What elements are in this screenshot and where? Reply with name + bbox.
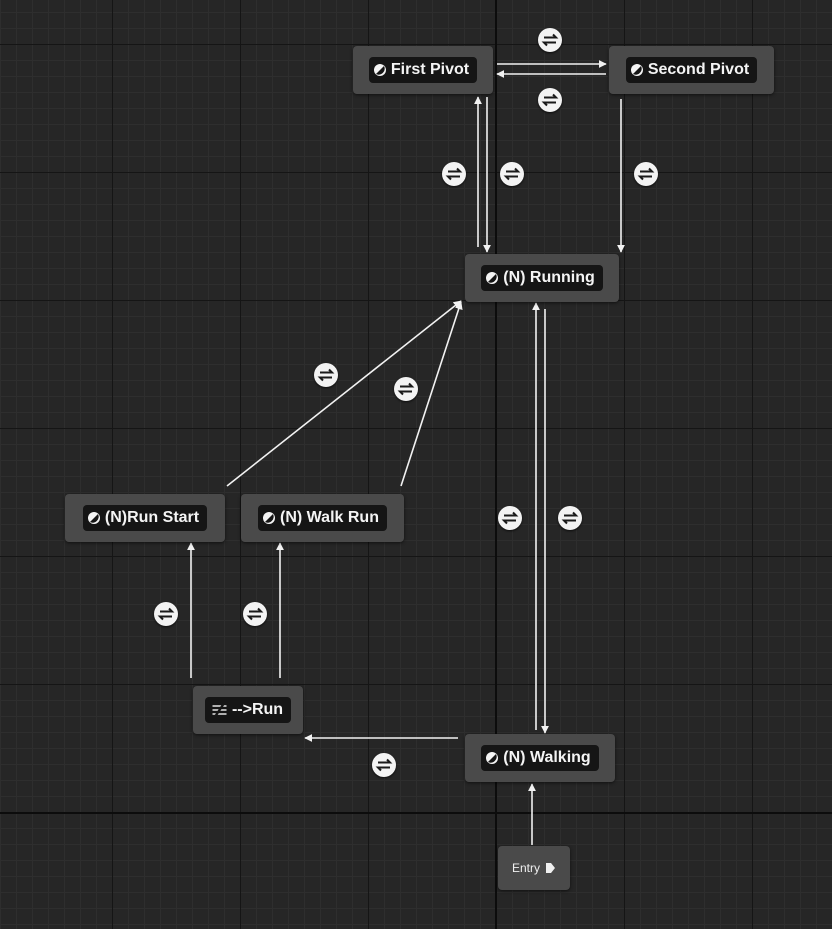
state-icon	[630, 64, 643, 76]
state-walking-label: (N) Walking	[503, 749, 591, 766]
state-walking[interactable]: (N) Walking	[465, 734, 615, 782]
state-label-box: Second Pivot	[625, 57, 758, 83]
conduit-to-run[interactable]: -->Run	[193, 686, 303, 734]
state-second-pivot-label: Second Pivot	[647, 61, 750, 78]
state-icon	[373, 64, 386, 76]
state-icon	[87, 512, 100, 524]
state-label-box: (N) Walking	[481, 745, 599, 771]
wire-run-start-to-running[interactable]	[226, 300, 462, 487]
transition-rule-icon[interactable]	[372, 753, 396, 777]
entry-label: Entry	[511, 861, 540, 875]
entry-arrow-icon	[546, 863, 555, 873]
state-label-box: First Pivot	[368, 57, 478, 83]
transition-rule-icon[interactable]	[154, 602, 178, 626]
state-second-pivot[interactable]: Second Pivot	[609, 46, 774, 94]
transition-rule-icon[interactable]	[634, 162, 658, 186]
entry-node[interactable]: Entry	[498, 846, 570, 890]
conduit-to-run-label: -->Run	[231, 701, 284, 718]
state-first-pivot[interactable]: First Pivot	[353, 46, 493, 94]
state-icon	[486, 272, 499, 284]
transition-rule-icon[interactable]	[500, 162, 524, 186]
state-label-box: -->Run	[204, 697, 292, 723]
transition-rule-icon[interactable]	[538, 88, 562, 112]
state-label-box: (N) Walk Run	[258, 505, 387, 531]
state-label-box: (N)Run Start	[82, 505, 208, 531]
state-walk-run-label: (N) Walk Run	[280, 509, 379, 526]
state-run-start-label: (N)Run Start	[104, 509, 200, 526]
state-first-pivot-label: First Pivot	[390, 61, 470, 78]
state-icon	[263, 512, 276, 524]
state-run-start[interactable]: (N)Run Start	[65, 494, 225, 542]
state-running[interactable]: (N) Running	[465, 254, 619, 302]
state-walk-run[interactable]: (N) Walk Run	[241, 494, 404, 542]
state-label-box: (N) Running	[481, 265, 603, 291]
transition-rule-icon[interactable]	[243, 602, 267, 626]
state-icon	[486, 752, 499, 764]
conduit-icon	[212, 703, 227, 717]
wire-walk-run-to-running[interactable]	[400, 301, 463, 487]
transition-rule-icon[interactable]	[314, 363, 338, 387]
transition-rule-icon[interactable]	[498, 506, 522, 530]
state-running-label: (N) Running	[503, 269, 595, 286]
transition-rule-icon[interactable]	[442, 162, 466, 186]
transition-rule-icon[interactable]	[558, 506, 582, 530]
transition-rule-icon[interactable]	[394, 377, 418, 401]
transition-rule-icon[interactable]	[538, 28, 562, 52]
